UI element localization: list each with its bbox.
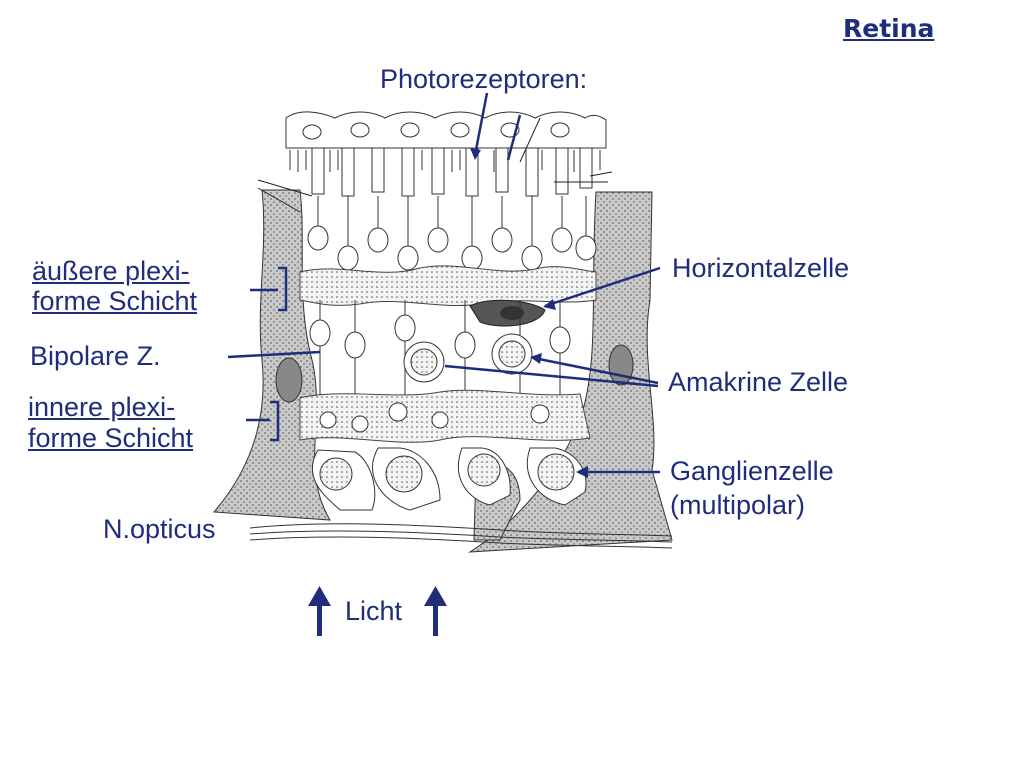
amacrine-pointer-2 bbox=[444, 364, 659, 388]
light-arrow-left bbox=[308, 586, 331, 636]
ganglion-cells bbox=[311, 447, 587, 511]
label-outer-plexiform-line2: forme Schicht bbox=[32, 286, 198, 316]
label-ganglion-line2: (multipolar) bbox=[670, 490, 806, 520]
label-ganglion-line1: Ganglienzelle bbox=[670, 456, 834, 486]
label-amacrine-cell: Amakrine Zelle bbox=[668, 367, 849, 397]
photoreceptor-pointer-1 bbox=[473, 92, 489, 156]
bipolar-cells bbox=[309, 300, 571, 420]
photoreceptors bbox=[307, 147, 597, 271]
outer-plexiform-bracket bbox=[278, 266, 288, 312]
bipolar-pointer bbox=[227, 350, 321, 359]
label-photoreceptors: Photorezeptoren: bbox=[380, 64, 588, 94]
photoreceptor-pointer-2 bbox=[506, 114, 522, 161]
label-horizontal-cell: Horizontalzelle bbox=[672, 253, 850, 283]
label-inner-plexiform-line1: innere plexi- bbox=[28, 392, 176, 422]
optic-nerve-fibers bbox=[249, 523, 673, 549]
label-light: Licht bbox=[345, 596, 403, 626]
label-outer-plexiform-line1: äußere plexi- bbox=[32, 256, 190, 286]
label-bipolar: Bipolare Z. bbox=[30, 341, 161, 371]
amacrine-pointer-1 bbox=[533, 356, 659, 385]
slide-title: Retina bbox=[843, 14, 935, 43]
light-arrow-right bbox=[424, 586, 447, 636]
outer-plexiform-band bbox=[299, 265, 597, 307]
label-optic-nerve: N.opticus bbox=[103, 514, 216, 544]
inner-plexiform-bracket bbox=[270, 400, 280, 442]
amacrine-cells bbox=[403, 333, 533, 383]
horizontal-pointer bbox=[544, 266, 661, 308]
label-inner-plexiform-line2: forme Schicht bbox=[28, 423, 194, 453]
